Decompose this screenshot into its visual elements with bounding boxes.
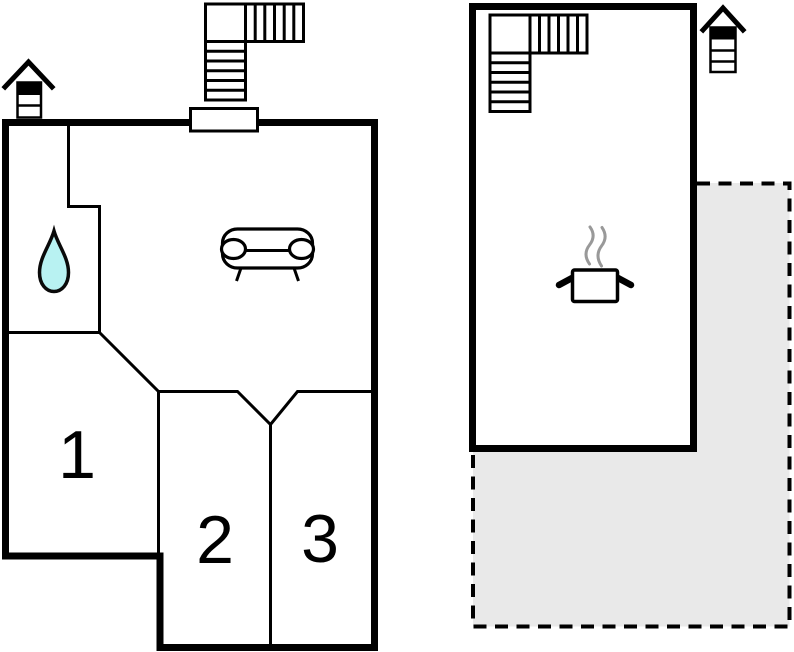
floor-plan-right: [469, 3, 747, 452]
bedroom-walls: [98, 331, 372, 646]
terrace-area: [471, 181, 792, 629]
water-drop-icon: [37, 224, 71, 294]
cooking-pot-icon: [555, 225, 635, 304]
steam-icon: [584, 225, 607, 268]
bathroom-walls: [6, 124, 101, 334]
chimney-icon: [699, 4, 747, 74]
sofa-icon: [219, 227, 316, 282]
terrace-fill: [473, 183, 790, 627]
room-label-3: 3: [301, 501, 339, 577]
floor-plan-left: 1 2 3: [1, 2, 378, 651]
staircase-icon: [204, 2, 305, 102]
room-label-1: 1: [58, 417, 96, 493]
chimney-icon: [1, 58, 56, 119]
room-label-2: 2: [196, 502, 234, 578]
staircase-icon: [488, 13, 589, 113]
entrance-door-marker: [189, 107, 259, 133]
terrace-dashed-outline: [471, 181, 792, 629]
